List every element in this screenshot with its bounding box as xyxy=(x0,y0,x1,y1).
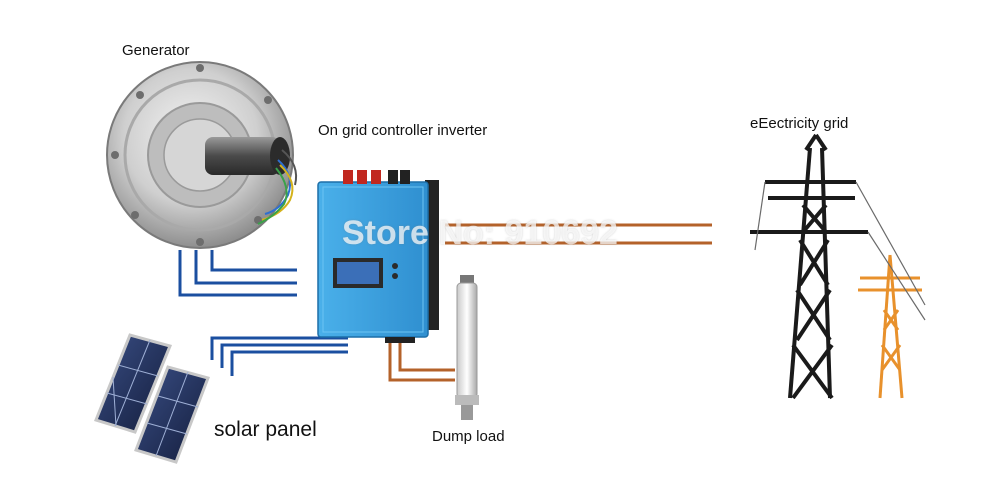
inverter-terminals xyxy=(343,170,410,184)
dump-load-wires xyxy=(388,340,455,382)
solar-panel-image xyxy=(94,333,210,464)
electricity-grid-image xyxy=(750,133,926,400)
generator-wires xyxy=(178,250,297,297)
dump-load-label: Dump load xyxy=(432,428,505,445)
inverter-image xyxy=(317,170,439,343)
generator-image xyxy=(106,61,298,249)
grid-wires xyxy=(445,223,712,245)
store-watermark: Store No: 910692 xyxy=(342,214,618,252)
solar-wires xyxy=(210,336,348,376)
inverter-label: On grid controller inverter xyxy=(318,122,488,139)
solar-panel-label: solar panel xyxy=(214,418,317,441)
dump-load-image xyxy=(455,275,479,420)
electricity-grid-label: eEectricity grid xyxy=(750,115,849,132)
generator-label: Generator xyxy=(122,42,190,59)
